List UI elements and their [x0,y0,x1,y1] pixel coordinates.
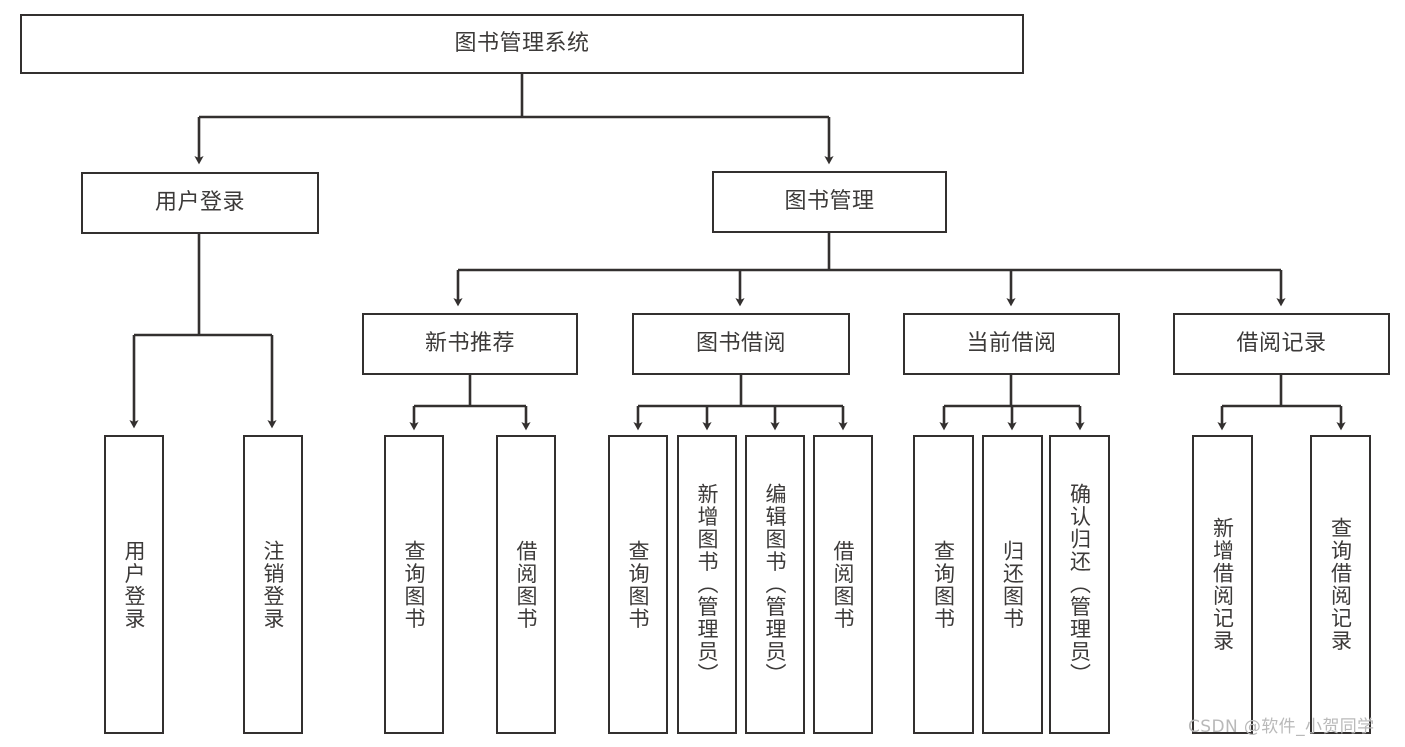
node-label: 图书管理系统 [454,31,590,57]
node-leaf-user-login[interactable]: 用户登录 [104,435,164,734]
node-label: 新增借阅记录 [1210,517,1235,652]
node-new-book-recommend[interactable]: 新书推荐 [362,313,578,375]
node-leaf-add-book-admin[interactable]: 新增图书（管理员） [677,435,737,734]
node-book-borrow[interactable]: 图书借阅 [632,313,850,375]
node-label: 查询图书 [626,539,651,630]
node-root-system[interactable]: 图书管理系统 [20,14,1024,74]
node-label: 新书推荐 [424,331,515,357]
node-leaf-query-book-current[interactable]: 查询图书 [913,435,974,734]
node-leaf-confirm-return-admin[interactable]: 确认归还（管理员） [1049,435,1110,734]
csdn-watermark: CSDN @软件_小贺同学 [1188,717,1375,737]
node-borrow-record[interactable]: 借阅记录 [1173,313,1390,375]
node-leaf-edit-book-admin[interactable]: 编辑图书（管理员） [745,435,805,734]
node-label: 借阅图书 [831,539,856,630]
node-label: 查询图书 [402,539,427,630]
node-current-borrow[interactable]: 当前借阅 [903,313,1120,375]
node-label: 用户登录 [122,539,147,630]
node-label: 归还图书 [1000,539,1025,630]
node-label: 图书借阅 [695,331,786,357]
node-leaf-borrow-book-recommend[interactable]: 借阅图书 [496,435,556,734]
node-label: 用户登录 [154,190,245,216]
node-leaf-return-book[interactable]: 归还图书 [982,435,1043,734]
node-user-login[interactable]: 用户登录 [81,172,319,234]
node-label: 查询图书 [931,539,956,630]
node-label: 确认归还（管理员） [1067,483,1092,686]
node-book-management[interactable]: 图书管理 [712,171,947,233]
node-leaf-query-borrow-record[interactable]: 查询借阅记录 [1310,435,1371,734]
node-leaf-query-book-recommend[interactable]: 查询图书 [384,435,444,734]
node-leaf-logout[interactable]: 注销登录 [243,435,303,734]
node-label: 新增图书（管理员） [695,483,720,686]
node-leaf-add-borrow-record[interactable]: 新增借阅记录 [1192,435,1253,734]
node-label: 查询借阅记录 [1328,517,1353,652]
node-leaf-borrow-book[interactable]: 借阅图书 [813,435,873,734]
node-label: 借阅图书 [514,539,539,630]
node-label: 编辑图书（管理员） [763,483,788,686]
node-label: 图书管理 [784,189,875,215]
node-leaf-query-book-borrow[interactable]: 查询图书 [608,435,668,734]
node-label: 注销登录 [261,539,286,630]
node-label: 借阅记录 [1236,331,1327,357]
node-label: 当前借阅 [966,331,1057,357]
